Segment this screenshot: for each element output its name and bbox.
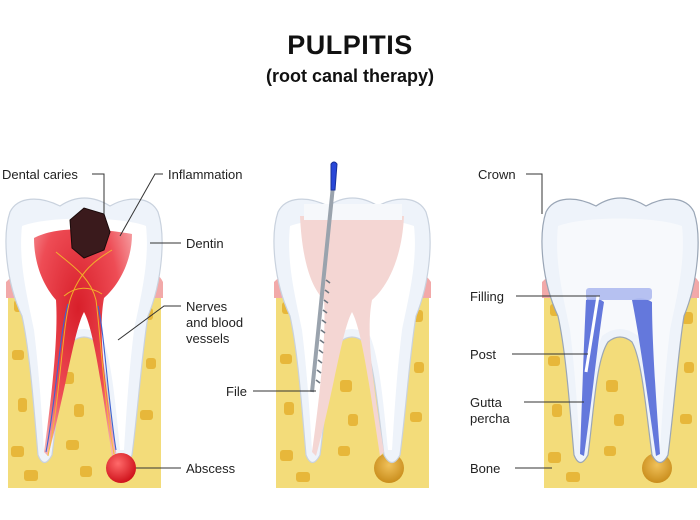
label-dentin: Dentin bbox=[186, 236, 224, 251]
diagram-subtitle: (root canal therapy) bbox=[265, 66, 435, 86]
dental-caries bbox=[69, 207, 111, 259]
label-nerves-line2: and blood bbox=[186, 315, 243, 330]
label-bone: Bone bbox=[470, 461, 500, 476]
tooth-filled bbox=[541, 197, 699, 488]
cleaned-pulp bbox=[300, 216, 404, 456]
blood-vessels bbox=[47, 249, 115, 457]
label-crown: Crown bbox=[478, 167, 516, 182]
gutta-percha-2 bbox=[632, 298, 660, 456]
label-nerves-line3: vessels bbox=[186, 331, 230, 346]
access-cavity bbox=[304, 204, 402, 220]
label-nerves-line1: Nerves bbox=[186, 299, 228, 314]
label-gutta-line1: Gutta bbox=[470, 395, 503, 410]
label-inflammation: Inflammation bbox=[168, 167, 242, 182]
leader-lines bbox=[92, 173, 600, 469]
diagram-title: PULPITIS bbox=[287, 30, 413, 60]
post bbox=[584, 295, 600, 373]
bone-spots bbox=[548, 304, 694, 482]
label-file: File bbox=[226, 384, 247, 399]
tooth-pulpitis bbox=[5, 197, 163, 488]
label-abscess: Abscess bbox=[186, 461, 236, 476]
leader-dental-caries bbox=[92, 173, 105, 214]
file-twist bbox=[315, 279, 331, 384]
filling bbox=[586, 288, 652, 300]
blood-vessels-blue bbox=[45, 303, 117, 453]
leader-inflammation bbox=[119, 173, 163, 237]
file-shaft bbox=[310, 185, 335, 393]
label-dental-caries: Dental caries bbox=[2, 167, 78, 182]
label-filling: Filling bbox=[470, 289, 504, 304]
leader-nerves bbox=[117, 305, 181, 341]
gutta-percha bbox=[580, 298, 604, 456]
tooth-file bbox=[273, 161, 431, 488]
file-handle bbox=[330, 161, 338, 191]
inflamed-pulp bbox=[34, 229, 132, 456]
abscess-spot bbox=[106, 453, 136, 483]
label-gutta-line2: percha bbox=[470, 411, 511, 426]
leader-crown bbox=[526, 173, 543, 214]
label-post: Post bbox=[470, 347, 496, 362]
